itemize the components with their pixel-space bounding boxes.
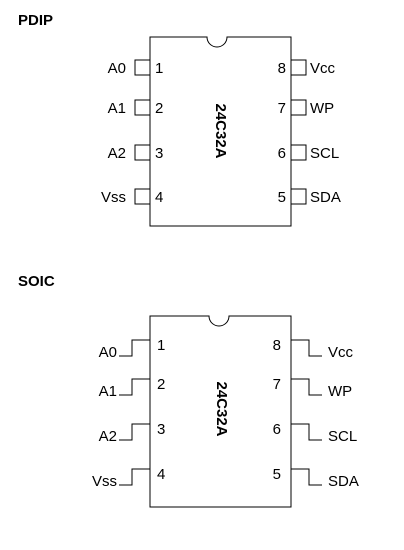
soic-pin-1-number: 1: [157, 337, 165, 354]
soic-pin-4-number: 4: [157, 466, 165, 483]
pdip-pin-5-name: SDA: [310, 189, 341, 206]
soic-pin-1-lead: [119, 339, 150, 357]
soic-pin-6-name: SCL: [328, 428, 357, 445]
soic-pin-3-name: A2: [99, 428, 117, 445]
soic-pin-6-number: 6: [273, 421, 281, 438]
pdip-pin-8-number: 8: [278, 60, 286, 77]
pdip-pin-1-number: 1: [155, 60, 163, 77]
soic-package: SOIC 24C32A A0 A1 A2 Vss 1 2 3 4 8 7 6 5…: [18, 273, 359, 508]
pdip-pin-6-number: 6: [278, 145, 286, 162]
soic-body: [149, 315, 292, 508]
pdip-pin-7-number: 7: [278, 100, 286, 117]
soic-pin-2-number: 2: [157, 376, 165, 393]
soic-pin-6-lead: [291, 423, 322, 441]
soic-pin-2-name: A1: [99, 383, 117, 400]
pdip-pin-1-name: A0: [108, 60, 126, 77]
soic-pin-7-lead: [291, 378, 322, 396]
soic-pin-5-number: 5: [273, 466, 281, 483]
pdip-pin-7-name: WP: [310, 100, 334, 117]
soic-pin-8-number: 8: [273, 337, 281, 354]
pdip-pin-2-lead: [134, 99, 151, 116]
pdip-body: [149, 36, 292, 227]
pdip-pin-2-name: A1: [108, 100, 126, 117]
soic-pin-2-lead: [119, 378, 150, 396]
soic-pin-1-name: A0: [99, 344, 117, 361]
pdip-pin-4-number: 4: [155, 189, 163, 206]
soic-pin-4-name: Vss: [92, 473, 117, 490]
pdip-pin-1-lead: [134, 59, 151, 76]
soic-pin-7-number: 7: [273, 376, 281, 393]
pdip-pin-5-lead: [290, 188, 307, 205]
soic-pin-3-number: 3: [157, 421, 165, 438]
pdip-pin-6-name: SCL: [310, 145, 339, 162]
pdip-chip-label: 24C32A: [212, 103, 229, 158]
soic-chip-label: 24C32A: [213, 381, 230, 436]
soic-pin-5-name: SDA: [328, 473, 359, 490]
soic-pin-3-lead: [119, 423, 150, 441]
pdip-pin-8-name: Vcc: [310, 60, 336, 77]
pdip-pin-5-number: 5: [278, 189, 286, 206]
pdip-pin-4-name: Vss: [101, 189, 126, 206]
pdip-pin-6-lead: [290, 144, 307, 161]
pdip-title: PDIP: [18, 12, 53, 29]
pdip-pin-3-lead: [134, 144, 151, 161]
pdip-pin-2-number: 2: [155, 100, 163, 117]
pdip-pin-8-lead: [290, 59, 307, 76]
soic-pin-8-name: Vcc: [328, 344, 354, 361]
soic-pin-7-name: WP: [328, 383, 352, 400]
soic-pin-8-lead: [291, 339, 322, 357]
pdip-package: PDIP 24C32A A0 A1 A2 Vss 1 2 3 4 8 7 6 5…: [18, 12, 341, 227]
pdip-pin-7-lead: [290, 99, 307, 116]
soic-pin-5-lead: [291, 468, 322, 486]
soic-pin-4-lead: [119, 468, 150, 486]
pdip-pin-4-lead: [134, 188, 151, 205]
pdip-pin-3-name: A2: [108, 145, 126, 162]
soic-title: SOIC: [18, 273, 55, 290]
pdip-pin-3-number: 3: [155, 145, 163, 162]
